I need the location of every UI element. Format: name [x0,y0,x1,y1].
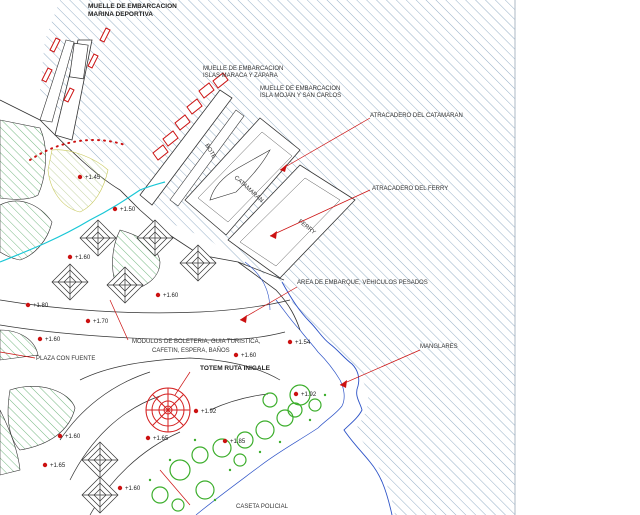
module-5 [106,266,144,304]
svg-text:+1.85: +1.85 [230,439,246,445]
shoreline [281,281,393,515]
totem-icon [145,387,191,433]
svg-text:+1.80: +1.80 [33,303,49,309]
svg-text:+1.54: +1.54 [295,340,311,346]
elev-7: +1.60 [37,336,61,343]
svg-text:+1.45: +1.45 [85,175,101,181]
walkways [0,299,291,515]
label-totem: TOTEM RUTA INIGALE [200,365,271,372]
elev-1: +1.45 [77,174,101,181]
elev-16: +1.60 [117,485,141,492]
elev-9: +1.60 [233,352,257,359]
module-4 [51,263,89,301]
catamaran-dock: CATAMARAN BOTE [184,117,301,236]
elev-13: +1.65 [145,435,169,442]
plaza-border-dots [29,139,126,161]
leader-lines [0,117,421,506]
label-atracadero-ferry: ATRACADERO DEL FERRY [372,186,448,192]
label-muelle-maraca-2: ISLAS MARACA Y ZAPARA [203,73,278,79]
elev-6: +1.80 [25,302,49,309]
svg-text:+1.92: +1.92 [201,409,217,415]
svg-text:+1.60: +1.60 [75,255,91,261]
svg-text:+1.92: +1.92 [301,392,317,398]
green-areas [0,119,161,476]
module-7 [81,476,119,514]
elev-10: +1.92 [193,408,217,415]
label-muelle-maraca-1: MUELLE DE EMBARCACION [203,66,283,72]
svg-text:+1.65: +1.65 [153,436,169,442]
boats-maraca [152,72,229,161]
land-edge [0,99,301,331]
pavilion-modules [51,219,217,514]
tree-clusters [151,384,322,512]
elev-5: +1.70 [85,318,109,325]
label-modulos-1: MODULOS DE BOLETERIA, GUIA TURISTICA, [132,339,261,345]
vehicle-lane [244,261,271,311]
elev-4: +1.60 [155,292,179,299]
label-muelle-mojan-2: ISLA MOJAN Y SAN CARLOS [260,93,341,99]
svg-text:+1.65: +1.65 [50,463,66,469]
label-muelle-mojan-1: MUELLE DE EMBARCACION [260,86,340,92]
label-muelle-marina-2: MARINA DEPORTIVA [88,11,153,18]
label-area-embarque: AREA DE EMBARQUE, VEHICULOS PESADOS [297,280,428,286]
label-muelle-marina-1: MUELLE DE EMBARCACION [88,3,177,10]
module-2 [136,219,174,257]
label-manglares: MANGLARES [420,344,458,350]
module-3 [179,244,217,282]
label-plaza: PLAZA CON FUENTE [36,356,95,362]
svg-text:+1.60: +1.60 [241,353,257,359]
elev-8: +1.54 [287,339,311,346]
elevation-markers: +1.45 +1.50 +1.60 +1.60 +1.70 +1.80 +1.6… [25,174,317,492]
boats-marina [41,27,111,103]
label-caseta: CASETA POLICIAL [236,504,289,510]
elev-3: +1.60 [67,254,91,261]
svg-text:+1.70: +1.70 [93,319,109,325]
elev-11: +1.92 [293,391,317,398]
label-modulos-2: CAFETIN, ESPERA, BAÑOS [152,347,230,354]
svg-text:+1.60: +1.60 [163,293,179,299]
module-6 [81,441,119,479]
elev-14: +1.60 [57,433,81,440]
label-atracadero-catamaran: ATRACADERO DEL CATAMARAN [370,113,463,119]
svg-text:+1.60: +1.60 [125,486,141,492]
leader-heads [240,164,347,388]
cyan-walkway [0,181,166,263]
shoreline-inner [195,299,345,515]
svg-text:+1.60: +1.60 [45,337,61,343]
ferry-dock: FERRY [227,164,356,281]
elev-2: +1.50 [112,206,136,213]
svg-text:+1.60: +1.60 [65,434,81,440]
elev-15: +1.65 [42,462,66,469]
svg-text:+1.50: +1.50 [120,207,136,213]
module-1 [79,219,117,257]
elev-12: +1.85 [222,438,246,445]
maraca-pier [139,89,245,207]
tree-dots [148,393,327,502]
